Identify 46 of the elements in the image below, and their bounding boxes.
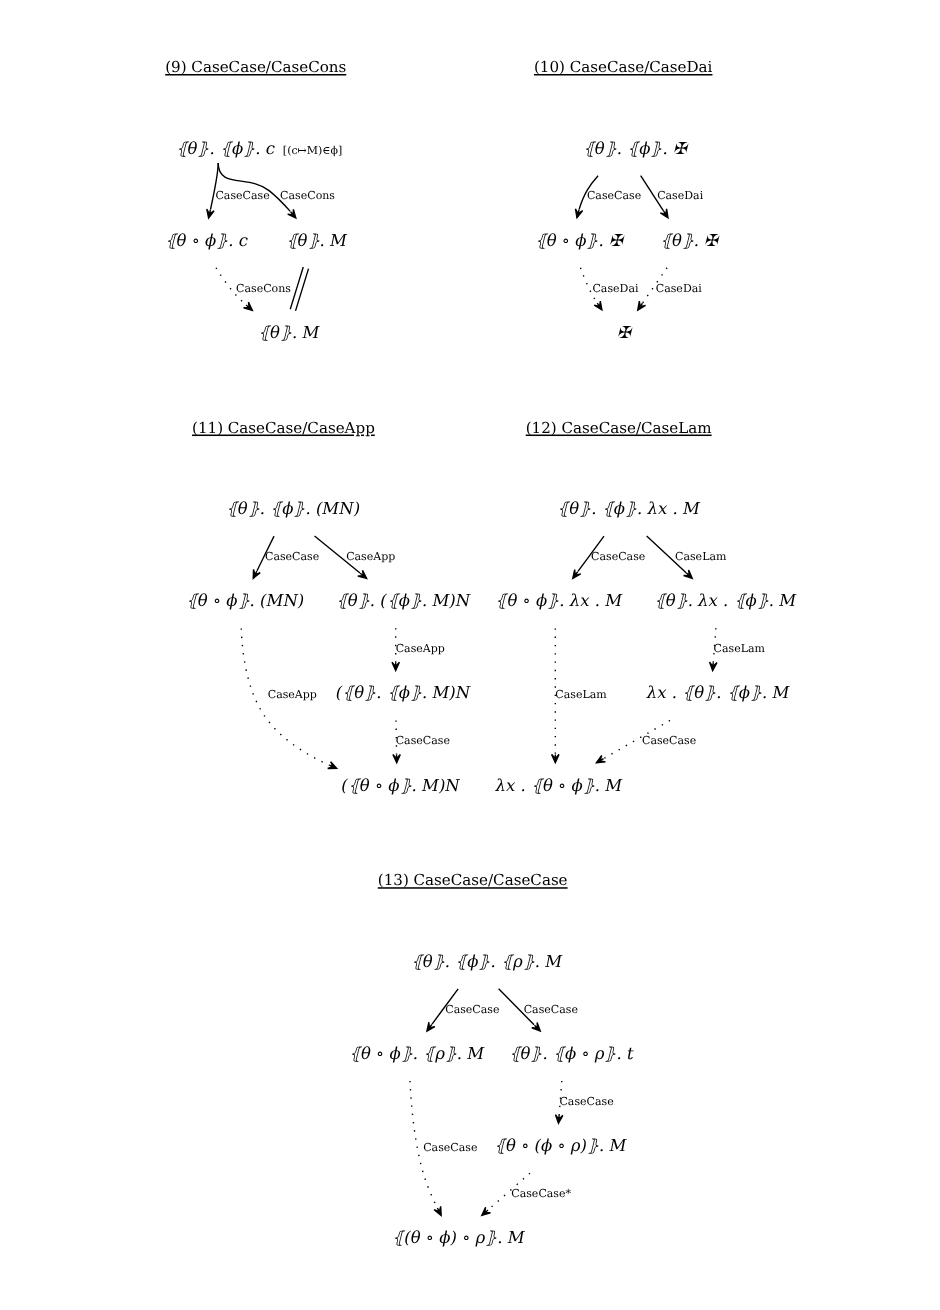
- node-text: ⦃θ ∘ ϕ⦄. c: [164, 229, 249, 250]
- arrow: [426, 988, 459, 1032]
- arrow: [481, 1172, 531, 1217]
- arrow: [550, 627, 560, 764]
- arrow: [595, 719, 671, 764]
- node-text: λx . ⦃θ ∘ ϕ⦄. M: [495, 774, 623, 795]
- node-text: ⦃θ ∘ ϕ⦄. ✠: [534, 229, 623, 250]
- node-text: ✠: [616, 321, 631, 342]
- node-text: (⦃θ ∘ ϕ⦄. M)N: [341, 774, 460, 795]
- node-text: ⦃θ⦄. ⦃ϕ ∘ ρ⦄. t: [508, 1042, 634, 1063]
- arrow: [409, 1080, 442, 1217]
- arrow: [215, 267, 253, 311]
- arrow: [252, 535, 275, 580]
- arrow: [240, 627, 338, 770]
- node-text: (⦃θ⦄. ⦃ϕ⦄. M)N: [335, 682, 471, 703]
- node-text: ⦃θ⦄. M: [285, 229, 347, 250]
- node-text: ⦃θ⦄. ⦃ϕ⦄. ⦃ρ⦄. M: [410, 950, 563, 971]
- arrow: [391, 627, 401, 672]
- node-text: λx . ⦃θ⦄. ⦃ϕ⦄. M: [646, 682, 790, 703]
- arrow: [313, 535, 368, 580]
- node-text: ⦃θ⦄. ⦃ϕ⦄. c: [175, 138, 275, 159]
- node-text: ⦃θ⦄. (⦃ϕ⦄. M)N: [335, 590, 471, 611]
- node-text: ⦃θ ∘ ϕ⦄. ⦃ρ⦄. M: [348, 1042, 485, 1063]
- node-text: ⦃θ⦄. ⦃ϕ⦄. λx . M: [557, 498, 700, 519]
- connector: [289, 266, 310, 312]
- node-text: ⦃θ⦄. ✠: [659, 229, 719, 250]
- arrow: [217, 162, 297, 219]
- arrow: [392, 719, 401, 764]
- node-text: ⦃θ⦄. ⦃ϕ⦄. ✠: [582, 137, 688, 158]
- node-text: ⦃θ ∘ (ϕ ∘ ρ)⦄. M: [494, 1135, 627, 1156]
- node-text: ⦃θ ∘ ϕ⦄. λx . M: [495, 590, 623, 611]
- arrow: [574, 175, 599, 219]
- arrow: [637, 267, 668, 311]
- node-text: ⦃θ ∘ ϕ⦄. (MN): [185, 590, 305, 611]
- arrow: [554, 1080, 564, 1124]
- node-text: ⦃θ⦄. M: [258, 321, 320, 342]
- node-text: ⦃(θ ∘ ϕ) ∘ ρ⦄. M: [392, 1227, 525, 1248]
- arrow: [579, 267, 603, 311]
- arrow: [497, 988, 541, 1032]
- node-text: ⦃θ⦄. λx . ⦃ϕ⦄. M: [653, 590, 797, 611]
- arrow: [640, 174, 669, 219]
- arrow: [206, 162, 219, 219]
- arrow: [645, 535, 693, 580]
- arrow: [708, 627, 718, 672]
- node-text: ⦃θ⦄. ⦃ϕ⦄. (MN): [225, 498, 361, 519]
- arrow: [572, 535, 605, 580]
